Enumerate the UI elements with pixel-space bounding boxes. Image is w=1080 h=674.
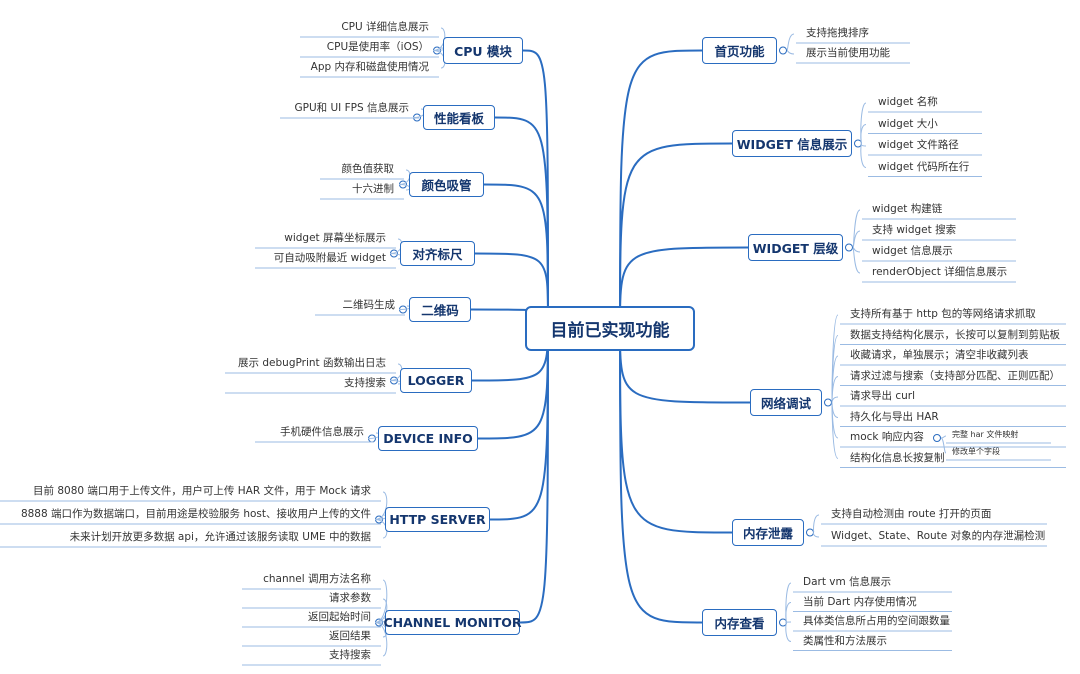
- connector-line: [786, 50, 795, 55]
- branch-node[interactable]: CPU 模块: [443, 37, 523, 64]
- leaf-item[interactable]: 未来计划开放更多数据 api，允许通过该服务读取 UME 中的数据: [69, 531, 371, 543]
- leaf-item[interactable]: App 内存和磁盘使用情况: [310, 61, 429, 73]
- leaf-item[interactable]: 数据支持结构化展示，长按可以复制到剪贴板: [850, 328, 1060, 341]
- connector-line: [374, 491, 388, 520]
- leaf-item[interactable]: CPU是使用率（iOS）: [326, 41, 429, 53]
- leaf-item[interactable]: 收藏请求，单独展示；清空非收藏列表: [850, 349, 1029, 361]
- collapse-toggle-icon: [854, 139, 862, 148]
- leaf-item[interactable]: 请求导出 curl: [850, 390, 915, 402]
- leaf-item[interactable]: 请求参数: [329, 592, 371, 604]
- leaf-item[interactable]: 目前 8080 端口用于上传文件，用户可上传 HAR 文件，用于 Mock 请求: [33, 485, 371, 497]
- branch-node[interactable]: HTTP SERVER: [385, 507, 490, 532]
- leaf-item[interactable]: 二维码生成: [342, 299, 396, 311]
- leaf-item[interactable]: mock 响应内容: [850, 431, 924, 443]
- connector-line: [831, 402, 839, 459]
- leaf-item[interactable]: GPU和 UI FPS 信息展示: [294, 102, 410, 114]
- connector-line: [860, 124, 867, 144]
- leaf-item[interactable]: 类属性和方法展示: [803, 634, 887, 647]
- branch-node[interactable]: DEVICE INFO: [378, 426, 478, 451]
- connector-line: [785, 622, 792, 642]
- collapse-toggle-icon: [779, 46, 787, 55]
- leaf-item[interactable]: widget 文件路径: [878, 139, 959, 151]
- collapse-toggle-icon: [933, 434, 941, 442]
- leaf-sub-item[interactable]: 修改单个字段: [952, 447, 1000, 456]
- connector-line: [940, 437, 947, 454]
- leaf-item[interactable]: 展示当前使用功能: [806, 47, 890, 59]
- leaf-item[interactable]: widget 构建链: [872, 203, 943, 215]
- branch-node[interactable]: 内存查看: [702, 609, 777, 636]
- branch-node[interactable]: 二维码: [409, 297, 471, 322]
- branch-node[interactable]: WIDGET 信息展示: [732, 130, 852, 157]
- connector-line: [852, 247, 861, 274]
- connector-line: [522, 49, 549, 319]
- leaf-item[interactable]: 请求过滤与搜索（支持部分匹配、正则匹配）: [850, 369, 1060, 382]
- leaf-item[interactable]: 支持搜索: [329, 649, 371, 661]
- connector-line: [619, 327, 733, 534]
- connector-line: [860, 143, 867, 168]
- branch-node[interactable]: 性能看板: [423, 105, 495, 130]
- leaf-item[interactable]: widget 信息展示: [872, 245, 953, 257]
- leaf-item[interactable]: channel 调用方法名称: [263, 573, 371, 585]
- connector-line: [519, 317, 549, 624]
- branch-node[interactable]: 内存泄露: [732, 519, 804, 546]
- leaf-item[interactable]: 手机硬件信息展示: [280, 426, 364, 438]
- connector-line: [786, 33, 795, 51]
- connector-line: [831, 396, 839, 403]
- branch-node[interactable]: 颜色吸管: [409, 172, 484, 197]
- leaf-item[interactable]: 颜色值获取: [341, 163, 395, 175]
- leaf-item[interactable]: 具体类信息所占用的空间跟数量: [803, 615, 950, 627]
- connector-line: [619, 49, 703, 329]
- branch-node[interactable]: 对齐标尺: [400, 241, 475, 266]
- collapse-toggle-icon: [806, 528, 814, 537]
- collapse-toggle-icon: [824, 398, 832, 407]
- connector-line: [619, 246, 749, 329]
- connector-line: [374, 579, 388, 623]
- connector-line: [619, 142, 733, 329]
- leaf-item[interactable]: Dart vm 信息展示: [803, 576, 892, 588]
- leaf-item[interactable]: 持久化与导出 HAR: [850, 410, 939, 423]
- connector-line: [852, 230, 861, 248]
- leaf-item[interactable]: 支持搜索: [344, 377, 386, 389]
- leaf-item[interactable]: 结构化信息长按复制: [850, 451, 945, 464]
- leaf-item[interactable]: 可自动吸附最近 widget: [273, 252, 386, 264]
- leaf-item[interactable]: 支持 widget 搜索: [872, 224, 957, 236]
- branch-node[interactable]: 网络调试: [750, 389, 822, 416]
- connector-line: [860, 102, 867, 144]
- leaf-item[interactable]: renderObject 详细信息展示: [872, 266, 1008, 278]
- leaf-item[interactable]: widget 名称: [878, 96, 938, 108]
- connector-line: [619, 327, 703, 624]
- leaf-item[interactable]: 返回起始时间: [308, 611, 371, 623]
- center-node[interactable]: 目前已实现功能: [525, 306, 695, 351]
- connector-line: [813, 532, 820, 538]
- leaf-item[interactable]: 十六进制: [352, 183, 394, 195]
- leaf-sub-item[interactable]: 完整 har 文件映射: [952, 430, 1019, 439]
- branch-node[interactable]: LOGGER: [400, 368, 472, 393]
- connector-line: [831, 402, 839, 418]
- leaf-item[interactable]: 支持所有基于 http 包的等网络请求抓取: [850, 308, 1036, 320]
- leaf-item[interactable]: Widget、State、Route 对象的内存泄漏检测: [831, 530, 1046, 542]
- leaf-item[interactable]: widget 大小: [878, 117, 938, 130]
- connector-line: [474, 252, 549, 319]
- leaf-item[interactable]: widget 屏幕坐标展示: [284, 232, 386, 244]
- branch-node[interactable]: 首页功能: [702, 37, 777, 64]
- leaf-item[interactable]: 支持自动检测由 route 打开的页面: [831, 508, 992, 520]
- collapse-toggle-icon: [845, 243, 853, 252]
- leaf-item[interactable]: 返回结果: [329, 630, 371, 642]
- leaf-item[interactable]: widget 代码所在行: [878, 160, 970, 173]
- leaf-item[interactable]: 当前 Dart 内存使用情况: [803, 595, 917, 608]
- connector-line: [494, 116, 549, 319]
- leaf-item[interactable]: 支持拖拽排序: [806, 27, 869, 39]
- leaf-item[interactable]: CPU 详细信息展示: [341, 21, 429, 33]
- leaf-item[interactable]: 8888 端口作为数据端口，目前用途是校验服务 host、接收用户上传的文件: [20, 508, 371, 520]
- branch-node[interactable]: WIDGET 层级: [748, 234, 843, 261]
- connector-line: [483, 183, 549, 319]
- connector-line: [374, 622, 388, 657]
- branch-node[interactable]: CHANNEL MONITOR: [383, 610, 522, 635]
- connector-line: [813, 514, 820, 533]
- leaf-item[interactable]: 展示 debugPrint 函数输出日志: [238, 357, 386, 369]
